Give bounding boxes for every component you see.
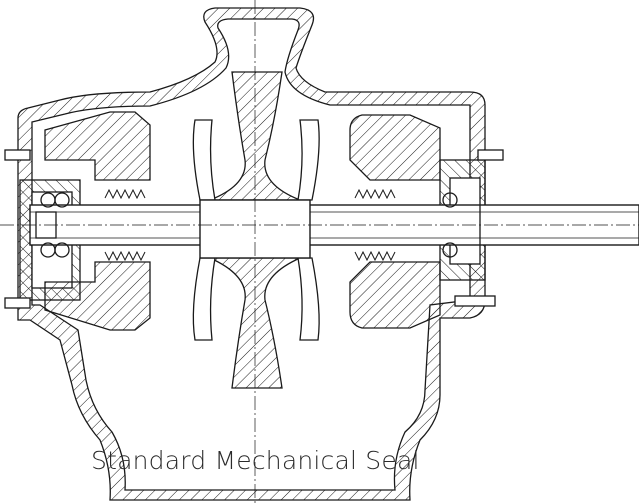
left-flange-bolts — [4, 149, 31, 309]
left-seal-gland — [44, 111, 151, 181]
left-bearing — [40, 192, 70, 258]
right-bearing — [442, 192, 458, 258]
diagram-caption: Standard Mechanical Seal — [91, 446, 420, 475]
right-seal-spring — [354, 188, 396, 262]
right-flange-bolts — [454, 149, 504, 307]
left-seal-spring — [104, 188, 146, 262]
right-seal-gland — [349, 114, 441, 181]
